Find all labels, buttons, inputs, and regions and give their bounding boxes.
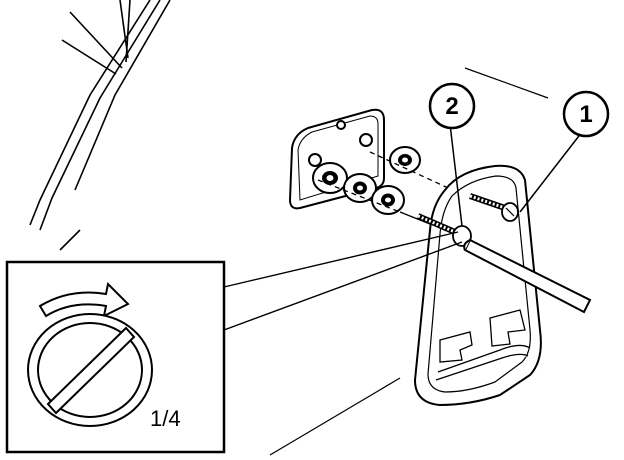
callout-1: 1 xyxy=(562,90,610,138)
screw-1 xyxy=(469,193,519,222)
washer-4 xyxy=(371,185,405,215)
inset-fraction-label: 1/4 xyxy=(150,406,181,431)
callout-1-circle xyxy=(562,90,610,138)
washer-1 xyxy=(389,146,421,174)
shading-lines xyxy=(269,67,549,456)
callout-2-label: 2 xyxy=(445,93,458,120)
callout-2-circle xyxy=(428,82,476,130)
callout-2: 2 xyxy=(428,82,476,130)
screw-2 xyxy=(416,213,472,247)
slotted-screw-head-icon xyxy=(27,313,153,427)
washer-2 xyxy=(312,162,348,194)
callout-leaders xyxy=(449,123,583,227)
inset-panel: 1/4 xyxy=(5,260,226,454)
screwdriver-icon xyxy=(463,238,592,314)
callout-1-label: 1 xyxy=(579,101,592,128)
zoom-lines xyxy=(223,231,463,331)
quarter-turn-rotation-icon xyxy=(38,281,130,318)
washers xyxy=(312,146,421,215)
washer-3 xyxy=(343,173,377,203)
body-panel-lines xyxy=(29,0,171,251)
